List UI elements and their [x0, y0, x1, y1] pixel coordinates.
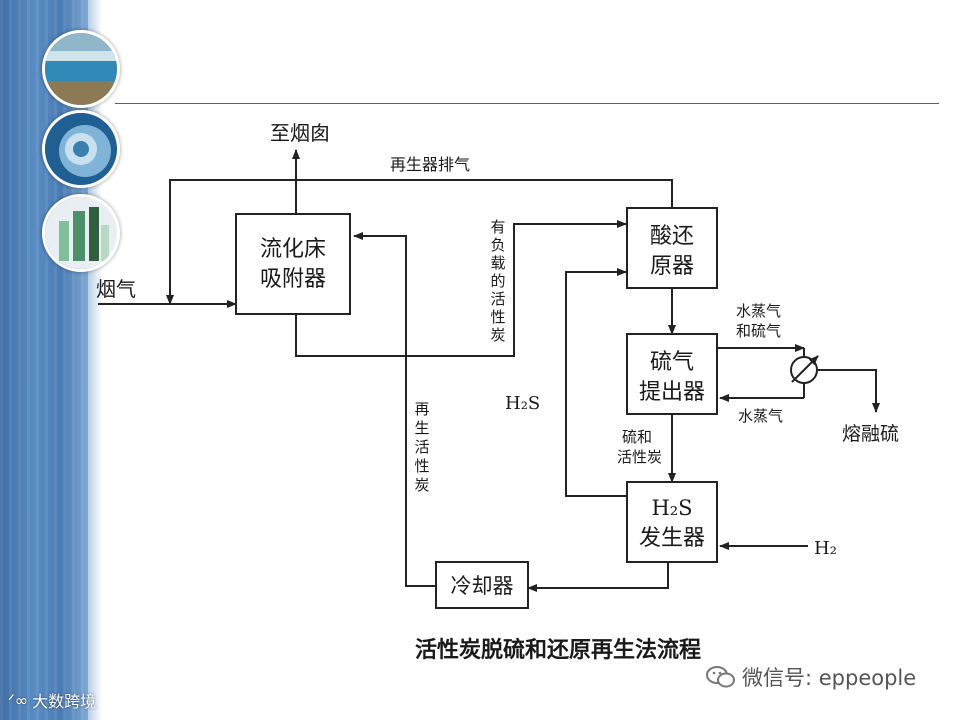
- loaded-carbon-char: 性: [490, 308, 505, 326]
- regen-carbon-char: 炭: [414, 476, 429, 494]
- loaded-carbon-char: 载: [490, 254, 505, 272]
- generator-label-2: 发生器: [639, 526, 705, 551]
- loaded-carbon-char: 有: [490, 218, 505, 236]
- h2s-return-label: H₂S: [505, 393, 540, 414]
- steam-sulfur-label-2: 和硫气: [736, 322, 781, 340]
- wechat-id-text: 微信号: eppeople: [742, 666, 917, 690]
- loaded-carbon-char: 炭: [490, 326, 505, 344]
- sulfur-carbon-label-1: 硫和: [622, 428, 652, 446]
- loaded-carbon-label: 有 负 载 的 活 性 炭: [490, 218, 505, 344]
- h2-input-label: H₂: [814, 538, 837, 559]
- cooler-label: 冷却器: [451, 574, 514, 598]
- thumbnail-water: [42, 110, 120, 188]
- watermark-left: ᐟ∞ 大数跨境: [8, 688, 96, 712]
- reducer-label-2: 原器: [650, 254, 694, 279]
- loaded-carbon-char: 的: [490, 272, 505, 290]
- loaded-carbon-char: 活: [490, 290, 505, 308]
- adsorber-label-2: 吸附器: [260, 267, 326, 292]
- reducer-label-1: 酸还: [650, 224, 694, 249]
- loaded-carbon-char: 负: [490, 236, 505, 254]
- extractor-label-1: 硫气: [650, 350, 694, 375]
- steam-sulfur-label-1: 水蒸气: [736, 302, 781, 320]
- steam-label: 水蒸气: [738, 407, 783, 425]
- generator-label-1: H₂S: [651, 496, 692, 520]
- molten-sulfur-label: 熔融硫: [842, 423, 899, 445]
- flue-gas-label: 烟气: [96, 277, 136, 301]
- adsorber-box: [235, 213, 351, 315]
- sulfur-extractor-box: [626, 333, 718, 415]
- thumbnail-bottles: [42, 194, 120, 272]
- chimney-label: 至烟囱: [270, 121, 330, 145]
- regen-carbon-char: 生: [414, 419, 429, 437]
- reducer-box: [626, 207, 718, 289]
- regen-carbon-char: 活: [414, 438, 429, 456]
- h2s-generator-box: [626, 481, 718, 563]
- regen-carbon-label: 再 生 活 性 炭: [414, 400, 429, 494]
- regen-exhaust-label: 再生器排气: [390, 155, 470, 174]
- condenser-icon: [790, 348, 819, 398]
- wechat-icon: [706, 666, 735, 688]
- extractor-label-2: 提出器: [639, 380, 705, 405]
- sulfur-carbon-label-2: 活性炭: [617, 448, 662, 466]
- regen-carbon-char: 性: [414, 457, 429, 475]
- thumbnail-pipes: [42, 30, 120, 108]
- diagram-caption: 活性炭脱硫和还原再生法流程: [415, 637, 701, 663]
- adsorber-label-1: 流化床: [260, 237, 326, 262]
- wechat-watermark: 微信号: eppeople: [706, 662, 916, 692]
- regen-carbon-char: 再: [414, 400, 429, 418]
- header-divider: [115, 103, 939, 104]
- cooler-box: [435, 561, 529, 609]
- watermark-left-text: 大数跨境: [32, 692, 97, 711]
- logo-icon: ᐟ∞: [8, 690, 29, 710]
